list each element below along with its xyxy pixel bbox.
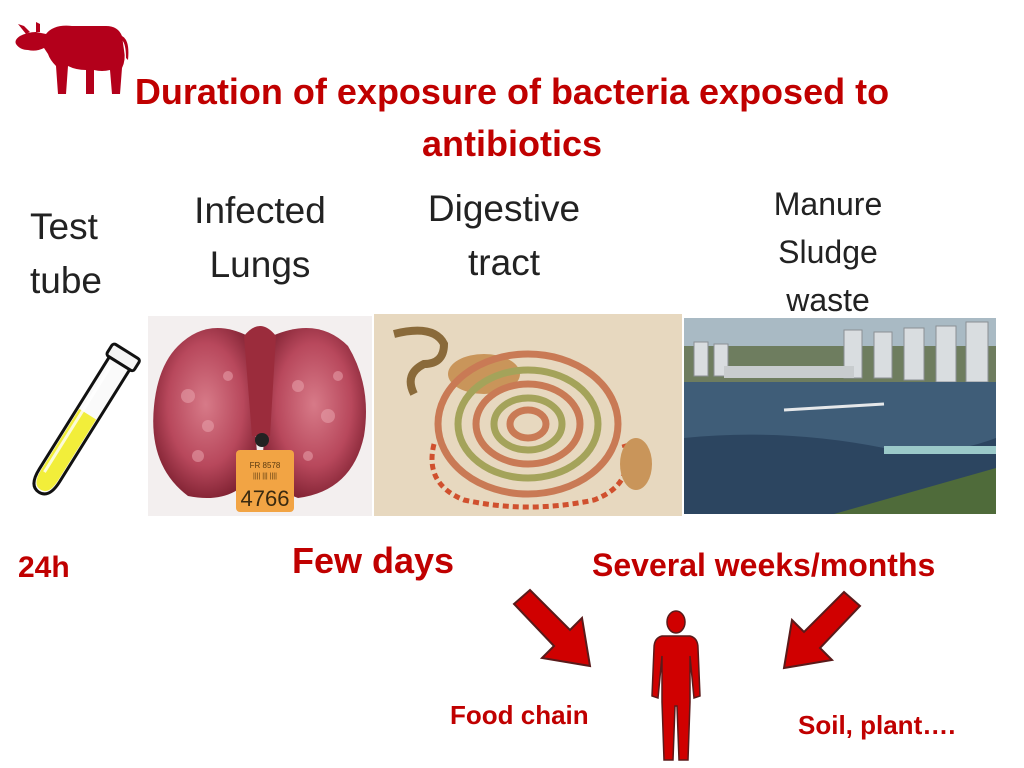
- arrow-down-right-icon: [508, 584, 604, 674]
- label-digestive: Digestive tract: [427, 188, 581, 283]
- manure-lagoon-photo: [684, 318, 996, 514]
- outcome-soil-plant: Soil, plant….: [798, 710, 956, 740]
- test-tube-icon: [14, 334, 148, 512]
- duration-24h: 24h: [18, 551, 70, 584]
- arrow-down-left-icon: [770, 586, 866, 676]
- human-figure-icon: [644, 610, 708, 764]
- duration-several-weeks: Several weeks/months: [592, 547, 936, 583]
- digestive-tract-image: [374, 314, 682, 516]
- duration-few-days: Few days: [292, 540, 455, 581]
- slide-title: Duration of exposure of bacteria exposed…: [60, 66, 964, 170]
- label-lungs: Infected Lungs: [194, 190, 326, 285]
- title-line-1: Duration of exposure of bacteria exposed…: [134, 71, 890, 112]
- lung-tag-number: 4766: [241, 486, 290, 511]
- svg-text:|||| ||| ||||: |||| ||| ||||: [253, 473, 277, 480]
- label-test-tube: Test tube: [30, 206, 103, 301]
- outcome-food-chain: Food chain: [450, 700, 589, 730]
- title-line-2: antibiotics: [421, 123, 603, 164]
- cow-icon: [6, 10, 130, 94]
- label-manure: Manure Sludge waste: [773, 186, 883, 318]
- svg-text:FR 8578: FR 8578: [250, 461, 281, 470]
- lungs-photo: FR 8578 |||| ||| |||| 4766: [148, 316, 372, 516]
